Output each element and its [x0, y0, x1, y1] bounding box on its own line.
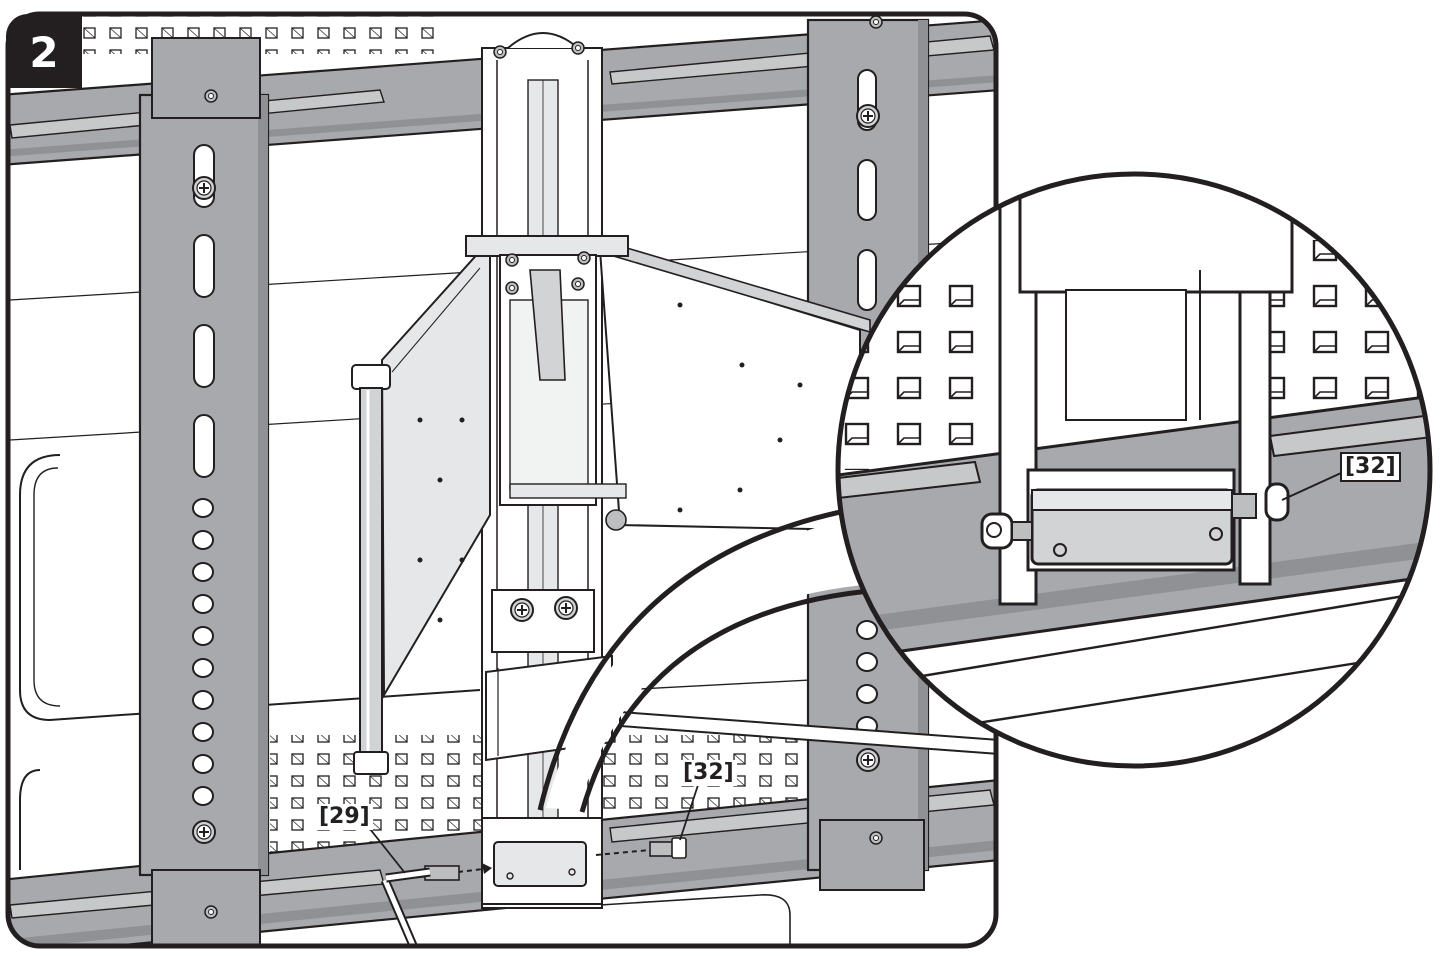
- step-number-badge: 2: [6, 14, 82, 88]
- callout-bolt: [32]: [680, 760, 737, 786]
- main-view: [8, 14, 996, 946]
- bolt-assembly: [380, 817, 687, 946]
- callout-bolt-detail: [32]: [1340, 452, 1401, 482]
- left-plate: [380, 237, 491, 699]
- phillips-screw-icon: [192, 176, 216, 200]
- left-upright: [138, 93, 270, 877]
- latch-block: [499, 251, 627, 531]
- phillips-screw-icon: [856, 104, 880, 128]
- phillips-screw-icon: [192, 820, 216, 844]
- callout-allen-key: [29]: [316, 804, 373, 830]
- handle-bar: [351, 364, 391, 775]
- phillips-screw-icon: [856, 748, 880, 772]
- magnified-detail-circle: [835, 171, 1433, 769]
